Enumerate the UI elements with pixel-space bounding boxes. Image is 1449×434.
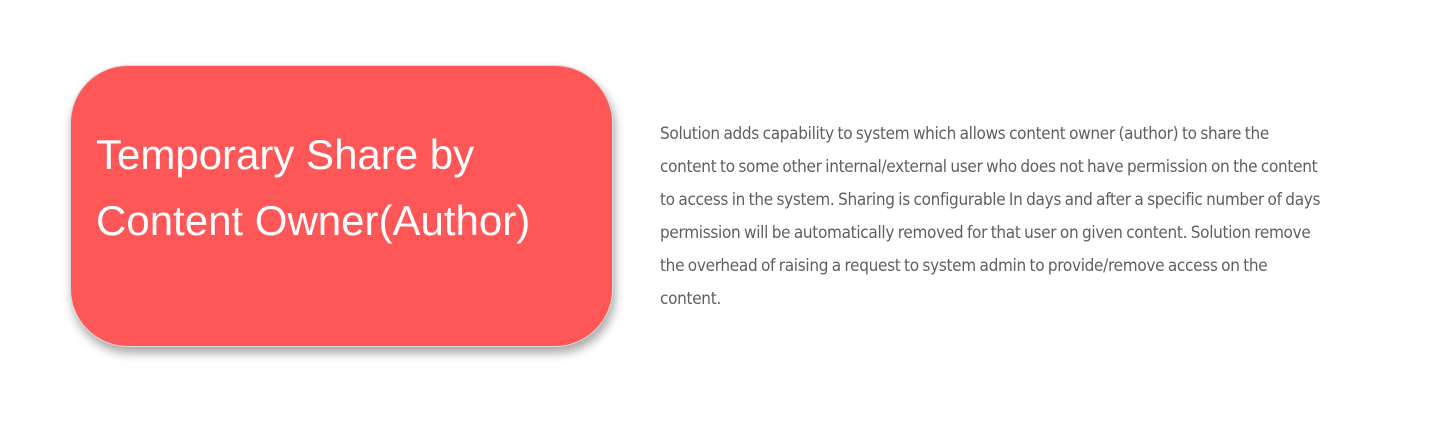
feature-description: Solution adds capability to system which…: [660, 124, 1321, 309]
feature-title: Temporary Share by Content Owner(Author): [96, 131, 531, 244]
feature-card: Temporary Share by Content Owner(Author): [70, 65, 613, 347]
